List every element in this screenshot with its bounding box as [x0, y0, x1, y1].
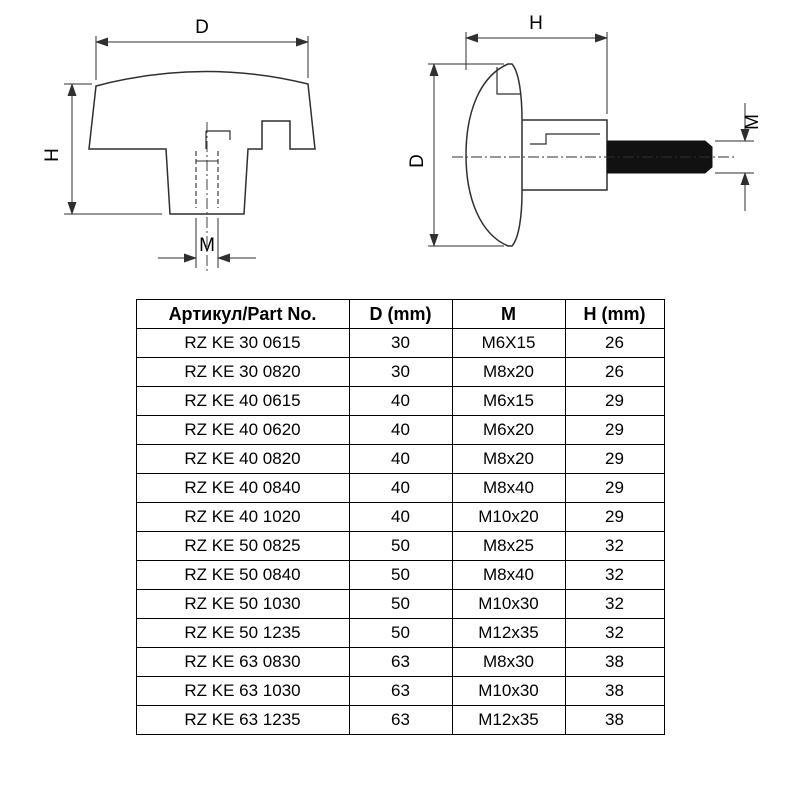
side-dim-m	[715, 103, 754, 211]
column-header-part-no: Артикул/Part No.	[135, 299, 350, 329]
table-cell: 32	[564, 618, 665, 648]
threaded-stud	[606, 140, 713, 174]
front-dim-d-label: D	[195, 17, 209, 38]
side-dim-d	[428, 63, 504, 247]
table-cell: 50	[348, 560, 453, 590]
table-cell: 40	[348, 386, 453, 416]
knob-front-outline	[88, 70, 316, 215]
table-cell: M8x25	[451, 531, 566, 561]
table-cell: RZ KE 63 1235	[135, 705, 350, 735]
table-cell: 32	[564, 560, 665, 590]
table-cell: 63	[348, 705, 453, 735]
side-dim-h	[465, 32, 608, 114]
table-cell: RZ KE 40 0615	[135, 386, 350, 416]
table-cell: M8x20	[451, 444, 566, 474]
table-cell: RZ KE 40 0820	[135, 444, 350, 474]
table-cell: M6x20	[451, 415, 566, 445]
table-cell: 63	[348, 647, 453, 677]
table-cell: RZ KE 63 1030	[135, 676, 350, 706]
table-cell: M8x40	[451, 473, 566, 503]
knob-side-cap-outline	[465, 63, 523, 247]
table-cell: RZ KE 50 0840	[135, 560, 350, 590]
side-dim-m-label: M	[742, 114, 763, 130]
side-view-drawing: H D M	[407, 13, 763, 247]
parts-table: Артикул/Part No. D (mm) M H (mm) RZ KE 3…	[135, 299, 665, 735]
table-cell: M8x40	[451, 560, 566, 590]
table-cell: RZ KE 50 1030	[135, 589, 350, 619]
table-cell: M8x30	[451, 647, 566, 677]
table-cell: M12x35	[451, 618, 566, 648]
table-cell: RZ KE 30 0615	[135, 328, 350, 358]
knob-front-step-lines	[205, 130, 231, 149]
front-dim-h	[64, 83, 162, 215]
table-cell: 29	[564, 415, 665, 445]
table-cell: RZ KE 50 0825	[135, 531, 350, 561]
table-cell: RZ KE 40 0840	[135, 473, 350, 503]
table-cell: M10x30	[451, 676, 566, 706]
table-cell: M6x15	[451, 386, 566, 416]
table-cell: RZ KE 50 1235	[135, 618, 350, 648]
table-cell: 40	[348, 502, 453, 532]
table-cell: 40	[348, 444, 453, 474]
column-header-m: M	[451, 299, 566, 329]
table-cell: M12x35	[451, 705, 566, 735]
column-header-h: H (mm)	[564, 299, 665, 329]
table-cell: 30	[348, 357, 453, 387]
table-cell: RZ KE 30 0820	[135, 357, 350, 387]
table-cell: 38	[564, 676, 665, 706]
front-dim-m	[158, 218, 256, 268]
table-cell: 26	[564, 357, 665, 387]
technical-drawings: D H M	[42, 13, 763, 274]
table-cell: 32	[564, 531, 665, 561]
side-dim-h-label: H	[529, 13, 543, 34]
front-dim-h-label: H	[42, 148, 63, 162]
table-cell: 38	[564, 647, 665, 677]
table-cell: 29	[564, 502, 665, 532]
table-cell: 29	[564, 386, 665, 416]
column-header-d: D (mm)	[348, 299, 453, 329]
table-cell: 40	[348, 415, 453, 445]
table-cell: RZ KE 40 0620	[135, 415, 350, 445]
knob-side-lobe-notch	[496, 67, 521, 95]
front-dim-d	[95, 36, 309, 80]
front-view-drawing: D H M	[42, 17, 316, 274]
table-cell: 32	[564, 589, 665, 619]
knob-side-hub	[522, 119, 608, 191]
table-cell: 50	[348, 589, 453, 619]
knob-side-insert-line	[530, 133, 600, 145]
table-cell: 29	[564, 473, 665, 503]
table-cell: 50	[348, 531, 453, 561]
table-cell: 30	[348, 328, 453, 358]
table-cell: RZ KE 63 0830	[135, 647, 350, 677]
table-cell: M8x20	[451, 357, 566, 387]
table-cell: M10x20	[451, 502, 566, 532]
table-cell: 29	[564, 444, 665, 474]
table-cell: 26	[564, 328, 665, 358]
table-cell: 38	[564, 705, 665, 735]
table-cell: M6X15	[451, 328, 566, 358]
table-cell: M10x30	[451, 589, 566, 619]
table-cell: 50	[348, 618, 453, 648]
table-cell: 40	[348, 473, 453, 503]
side-dim-d-label: D	[407, 154, 428, 168]
table-cell: 63	[348, 676, 453, 706]
front-dim-m-label: M	[199, 235, 215, 256]
table-cell: RZ KE 40 1020	[135, 502, 350, 532]
table-header-row: Артикул/Part No. D (mm) M H (mm)	[135, 299, 665, 329]
